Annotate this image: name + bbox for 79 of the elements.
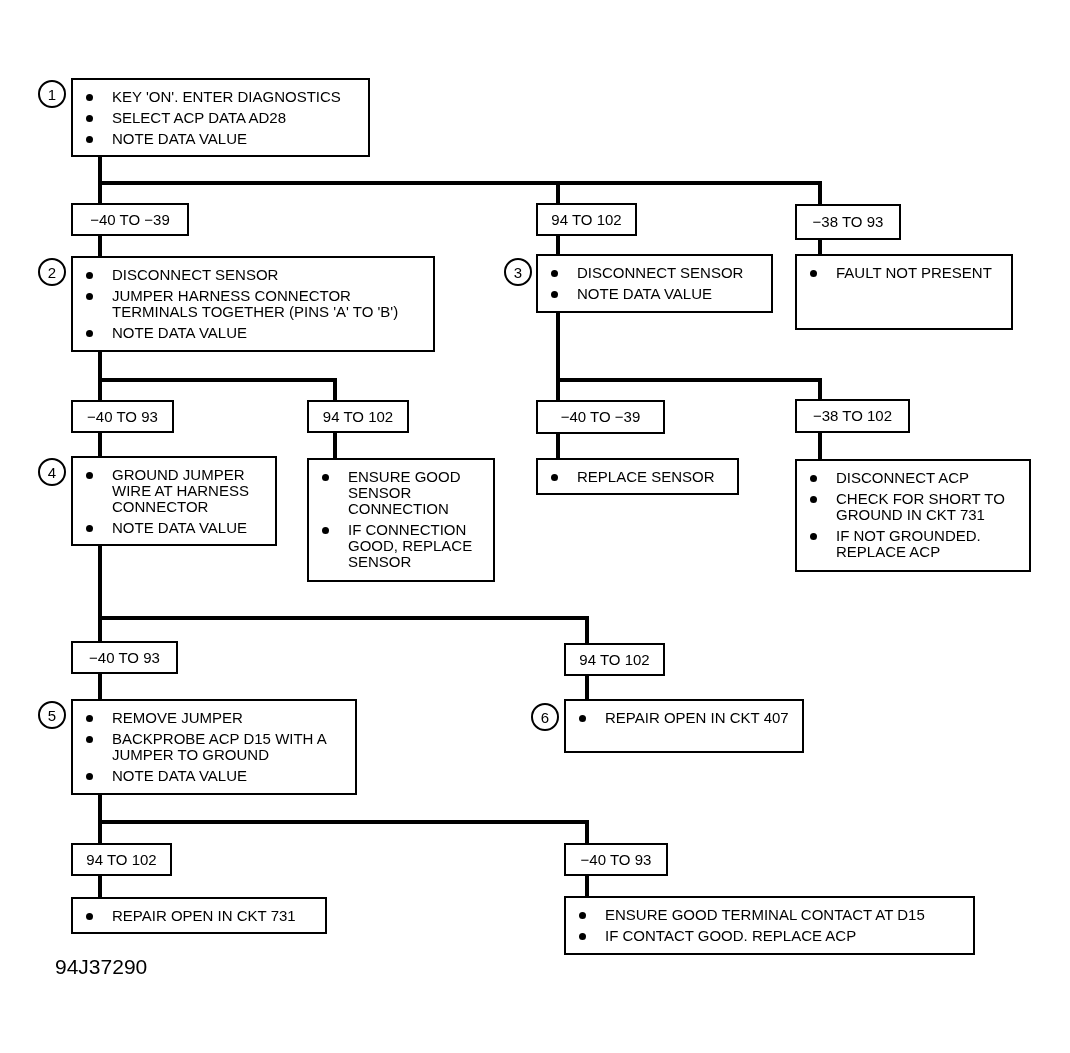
- step-text: BACKPROBE ACP D15 WITH A JUMPER TO GROUND: [112, 731, 328, 763]
- range-box: [795, 204, 901, 240]
- range-box: [536, 400, 665, 434]
- step-box: [71, 256, 435, 352]
- connector-line: [585, 676, 589, 699]
- step-text: IF CONTACT GOOD. REPLACE ACP: [605, 928, 857, 944]
- connector-line: [556, 434, 560, 458]
- step-box: [564, 699, 804, 753]
- connector-line: [556, 236, 560, 254]
- step-text: SELECT ACP DATA AD28: [112, 110, 286, 126]
- figure-code: 94J37290: [55, 955, 148, 979]
- range-label: 94 TO 102: [551, 211, 622, 228]
- step-box: [564, 896, 975, 955]
- connector-line: [818, 433, 822, 459]
- step-text: IF NOT GROUNDED. REPLACE ACP: [836, 528, 982, 560]
- step-text: KEY 'ON'. ENTER DIAGNOSTICS: [112, 89, 341, 105]
- step-box: [71, 699, 357, 795]
- step-number: 4: [38, 458, 66, 486]
- step-text: FAULT NOT PRESENT: [836, 265, 992, 281]
- range-label: −38 TO 93: [812, 214, 884, 230]
- step-text: CHECK FOR SHORT TO GROUND IN CKT 731: [836, 491, 1006, 523]
- step-box: [536, 458, 739, 495]
- step-text: DISCONNECT ACP: [836, 470, 970, 486]
- range-box: [71, 641, 178, 674]
- step-text: NOTE DATA VALUE: [112, 325, 248, 341]
- range-label: 94 TO 102: [322, 408, 394, 425]
- step-number: 2: [38, 258, 66, 286]
- step-box: [307, 458, 495, 582]
- step-text: NOTE DATA VALUE: [112, 520, 248, 536]
- step-text: NOTE DATA VALUE: [112, 131, 248, 147]
- step-text: ENSURE GOOD TERMINAL CONTACT AT D15: [605, 907, 925, 923]
- range-box: [564, 643, 665, 676]
- step-text: DISCONNECT SENSOR: [577, 265, 744, 281]
- range-label: 94 TO 102: [86, 851, 157, 868]
- connector-line: [98, 352, 337, 400]
- step-box: [536, 254, 773, 313]
- step-box: [71, 897, 327, 934]
- connector-line: [98, 236, 102, 256]
- range-box: [71, 203, 189, 236]
- connector-line: [818, 240, 822, 254]
- step-box: [795, 459, 1031, 572]
- range-label: −40 TO −39: [560, 409, 641, 425]
- range-label: −38 TO 102: [812, 408, 893, 424]
- connector-line: [585, 876, 589, 896]
- connector-line: [98, 674, 102, 699]
- range-box: [71, 400, 174, 433]
- range-label: 94 TO 102: [579, 651, 650, 668]
- connector-line: [556, 313, 822, 399]
- connector-line: [98, 433, 102, 456]
- step-text: IF CONNECTION GOOD, REPLACE SENSOR: [348, 522, 474, 570]
- step-text: NOTE DATA VALUE: [577, 286, 713, 302]
- range-box: [71, 843, 172, 876]
- range-box: [536, 203, 637, 236]
- connector-line: [98, 795, 589, 843]
- range-box: [564, 843, 668, 876]
- range-label: −40 TO −39: [90, 211, 170, 228]
- step-text: NOTE DATA VALUE: [112, 768, 248, 784]
- step-box: [795, 254, 1013, 330]
- connector-line: [333, 433, 337, 458]
- range-label: −40 TO 93: [89, 649, 160, 666]
- connector-line: [98, 876, 102, 897]
- step-number: 5: [38, 701, 66, 729]
- step-number: 1: [38, 80, 66, 108]
- step-number: 6: [531, 703, 559, 731]
- range-label: −40 TO 93: [580, 851, 652, 868]
- step-text: DISCONNECT SENSOR: [112, 267, 279, 283]
- range-box: [307, 400, 409, 433]
- step-box: [71, 456, 277, 546]
- range-box: [795, 399, 910, 433]
- step-text: REMOVE JUMPER: [112, 710, 243, 726]
- step-text: REPLACE SENSOR: [577, 469, 715, 485]
- step-text: ENSURE GOOD SENSOR CONNECTION: [348, 469, 462, 517]
- step-box: [71, 78, 370, 157]
- step-text: GROUND JUMPER WIRE AT HARNESS CONNECTOR: [112, 467, 250, 515]
- step-text: REPAIR OPEN IN CKT 407: [605, 710, 789, 726]
- step-text: JUMPER HARNESS CONNECTOR TERMINALS TOGETHER (PINS 'A' TO 'B'): [112, 288, 400, 320]
- range-label: −40 TO 93: [87, 408, 158, 425]
- step-text: REPAIR OPEN IN CKT 731: [112, 908, 296, 924]
- step-number: 3: [504, 258, 532, 286]
